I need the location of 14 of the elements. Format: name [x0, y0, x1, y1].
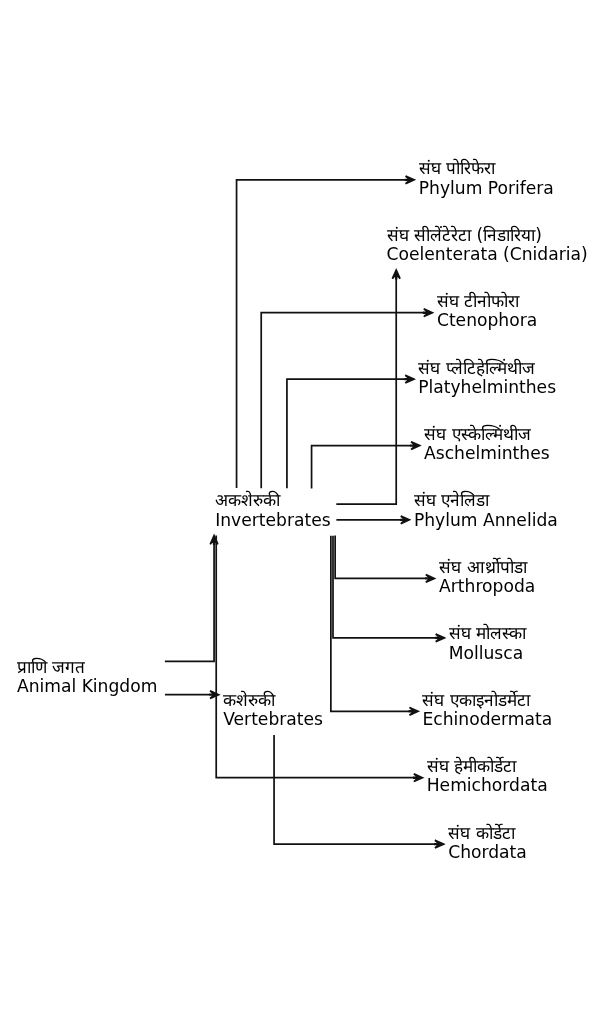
node-text: संघ मोलस्का Mollusca: [448, 623, 527, 663]
node-text: संघ एनेलिडा Phylum Annelida: [413, 490, 558, 530]
node-text: अकशेरुकी Invertebrates: [215, 490, 331, 530]
node-text: संघ टीनोफोरा Ctenophora: [436, 291, 538, 331]
node-text: प्राणि जगत Animal Kingdom: [16, 656, 158, 696]
node-text: संघ एकाइनोडर्मेटा Echinodermata: [422, 689, 553, 729]
node-text: संघ पोरिफेरा Phylum Porifera: [418, 158, 554, 198]
node-text: संघ प्लेटिहेल्मिंथीज Platyhelminthes: [418, 357, 557, 397]
node-text: संघ हेमीकोर्डेटा Hemichordata: [426, 756, 548, 796]
node-text: संघ सीलेंटेरेटा (निडारिया) Coelenterata (Cnidaria): [386, 224, 588, 264]
node-text: कशेरुकी Vertebrates: [223, 689, 323, 729]
node-text: संघ आर्थ्रोपोडा Arthropoda: [439, 556, 536, 597]
node-text: संघ कोर्डेटा Chordata: [448, 822, 527, 862]
node-text: संघ एस्केल्मिंथीज Aschelminthes: [424, 424, 550, 464]
